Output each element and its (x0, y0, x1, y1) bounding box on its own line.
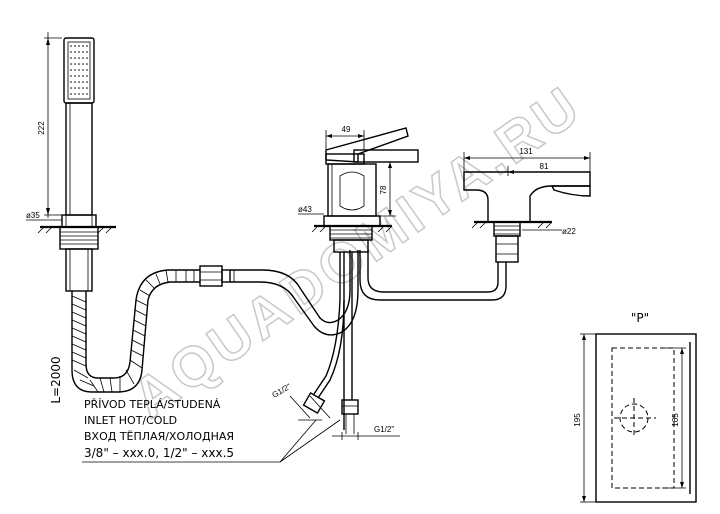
dim-thread-left: G1/2" (271, 382, 331, 419)
flex-hose (71, 265, 235, 393)
spout (463, 171, 591, 263)
detail-p: "P" 195 165 (573, 311, 697, 503)
detail-p-title: "P" (631, 311, 649, 325)
dim-text-g12-right: G1/2" (374, 425, 394, 434)
inlet-label-line3: ВХОД ТЁПЛАЯ/ХОЛОДНАЯ (84, 430, 234, 443)
inlet-label-line4: 3/8" – xxx.0, 1/2" – xxx.5 (84, 446, 234, 460)
connecting-pipe-right (359, 250, 507, 301)
dim-text-49: 49 (342, 125, 351, 134)
shower-nozzles (70, 45, 88, 95)
dim-mixer-base: ø43 (298, 205, 324, 215)
dim-shower-base: ø35 (26, 211, 62, 221)
dim-text-131: 131 (519, 147, 533, 156)
inlet-label-line2: INLET HOT/COLD (84, 414, 177, 427)
dim-text-78: 78 (379, 185, 388, 194)
dim-text-222: 222 (37, 121, 46, 135)
dim-spout-inner: 81 (507, 162, 590, 176)
dim-mixer-width: 49 (325, 125, 365, 150)
connecting-pipe-left (230, 250, 359, 336)
dim-mixer-height: 78 (378, 161, 396, 217)
dim-text-195: 195 (573, 413, 582, 427)
dim-text-g12-left: G1/2" (271, 382, 293, 400)
dim-text-35: ø35 (26, 211, 40, 220)
dim-thread-right: G1/2" (332, 425, 400, 440)
hand-shower (37, 37, 116, 292)
dim-shower-length: 222 (37, 32, 62, 218)
dim-text-hose: L=2000 (49, 356, 63, 403)
inlet-pipes (298, 252, 359, 434)
dim-spout-length: 131 (463, 147, 591, 172)
dim-text-81: 81 (540, 162, 549, 171)
dim-text-22: ø22 (562, 227, 576, 236)
dim-text-165: 165 (671, 413, 680, 427)
dim-text-43: ø43 (298, 205, 312, 214)
inlet-label: PŘÍVOD TEPLÁ/STUDENÁ INLET HOT/COLD ВХОД… (82, 398, 341, 463)
dim-spout-base: ø22 (522, 227, 576, 236)
inlet-label-line1: PŘÍVOD TEPLÁ/STUDENÁ (84, 398, 221, 411)
